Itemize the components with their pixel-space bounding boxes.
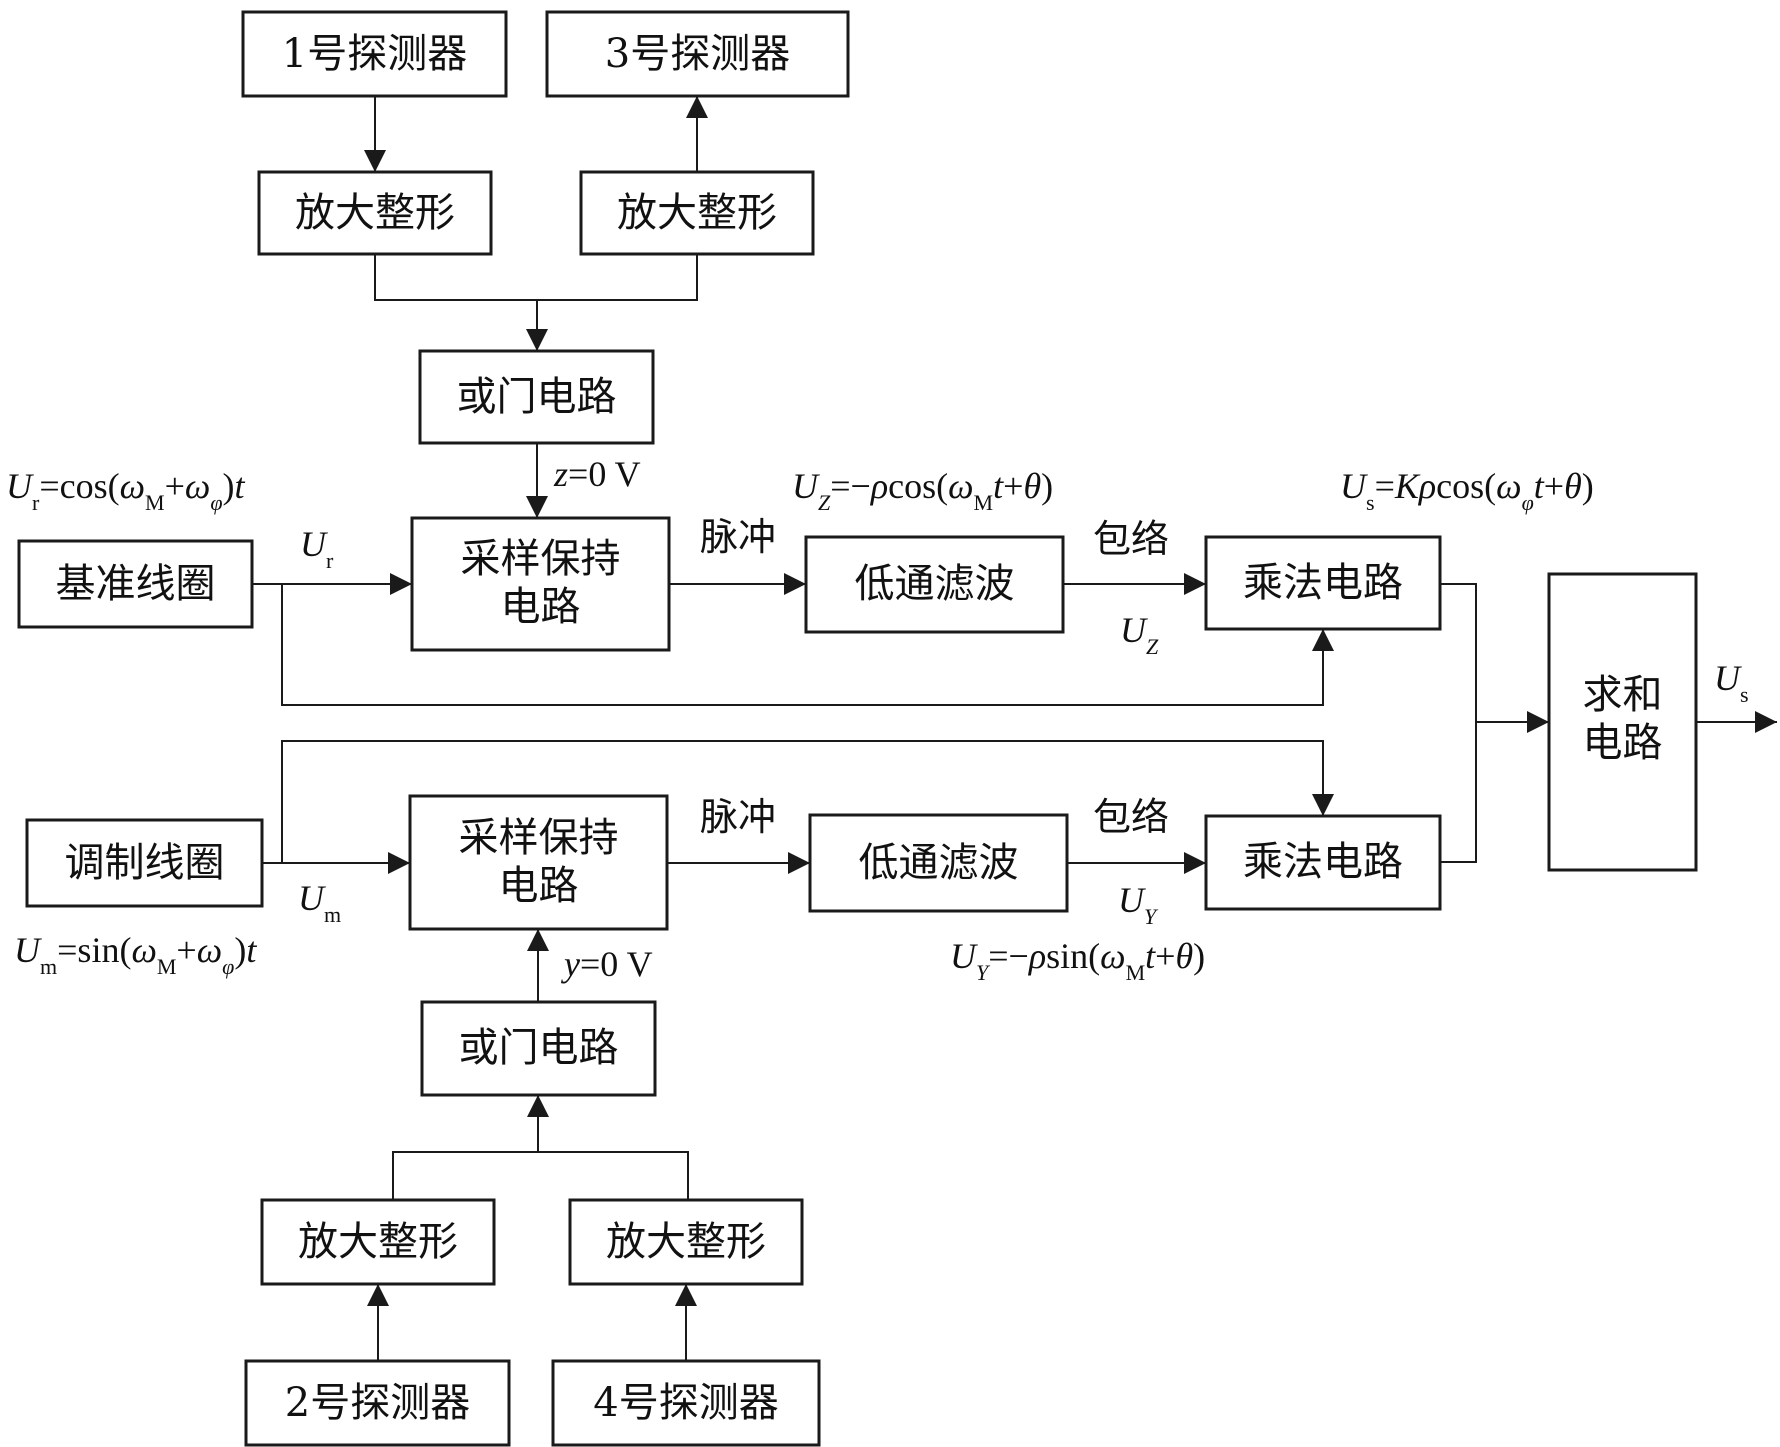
box-label: 乘法电路 xyxy=(1243,560,1403,606)
label-pulse-bottom: 脉冲 xyxy=(700,795,776,839)
label-ur: Ur xyxy=(300,524,334,573)
box-label: 放大整形 xyxy=(617,190,777,236)
box-or-gate-top: 或门电路 xyxy=(418,349,655,445)
equation-uy: UY=−ρsin(ωMt+θ) xyxy=(950,936,1205,985)
box-lowpass-bottom: 低通滤波 xyxy=(808,813,1069,913)
box-label: 放大整形 xyxy=(295,190,455,236)
label-uy: UY xyxy=(1118,880,1159,929)
label-z-zero-volt: z=0 V xyxy=(553,454,641,494)
box-label: 低通滤波 xyxy=(859,840,1019,886)
wire-refcoil-mul-top xyxy=(281,584,1334,706)
wire-mul-top-sum xyxy=(1440,583,1477,722)
box-amplifier-4: 放大整形 xyxy=(568,1198,804,1286)
box-label: 4号探测器 xyxy=(593,1380,778,1426)
box-label: 或门电路 xyxy=(457,374,617,420)
box-label: 基准线圈 xyxy=(56,561,216,607)
box-label: 低通滤波 xyxy=(855,561,1015,607)
equation-us: Us=Kρcos(ωφt+θ) xyxy=(1340,466,1594,515)
box-modulation-coil: 调制线圈 xyxy=(25,818,264,908)
box-or-gate-bottom: 或门电路 xyxy=(420,1000,657,1097)
label-y-zero-volt: y=0 V xyxy=(561,944,653,984)
box-amplifier-3: 放大整形 xyxy=(579,170,815,256)
equation-um: Um=sin(ωM+ωφ)t xyxy=(14,930,257,979)
box-label-line-2: 电路 xyxy=(1583,720,1663,766)
label-us-output: Us xyxy=(1714,658,1749,707)
box-reference-coil: 基准线圈 xyxy=(17,539,254,629)
box-sample-hold-bottom: 采样保持 电路 xyxy=(408,794,669,931)
equation-ur: Ur=cos(ωM+ωφ)t xyxy=(6,466,246,515)
box-label-line-2: 电路 xyxy=(499,863,579,909)
box-label-line-1: 求和 xyxy=(1583,672,1663,718)
box-summation: 求和 电路 xyxy=(1547,572,1698,872)
box-label-line-1: 采样保持 xyxy=(459,815,619,861)
label-um: Um xyxy=(298,878,341,927)
box-label: 3号探测器 xyxy=(605,31,790,77)
label-pulse-top: 脉冲 xyxy=(700,515,776,559)
box-label: 调制线圈 xyxy=(65,840,225,886)
box-label-line-1: 采样保持 xyxy=(461,536,621,582)
box-label: 放大整形 xyxy=(606,1219,766,1265)
box-amplifier-2: 放大整形 xyxy=(260,1198,496,1286)
wire-amp1-join xyxy=(374,254,698,301)
box-multiplier-top: 乘法电路 xyxy=(1204,535,1442,631)
box-lowpass-top: 低通滤波 xyxy=(804,535,1065,634)
wire-modcoil-mul-bottom xyxy=(281,740,1334,863)
box-amplifier-1: 放大整形 xyxy=(257,170,493,256)
box-detector-1: 1号探测器 xyxy=(241,10,508,98)
box-multiplier-bottom: 乘法电路 xyxy=(1204,814,1442,911)
box-sample-hold-top: 采样保持 电路 xyxy=(410,516,671,652)
box-detector-3: 3号探测器 xyxy=(545,10,850,98)
label-envelope-top: 包络 xyxy=(1093,517,1169,561)
wire-amps-join-bottom xyxy=(392,1151,689,1200)
box-label: 放大整形 xyxy=(298,1219,458,1265)
label-uz: UZ xyxy=(1120,610,1159,659)
label-envelope-bottom: 包络 xyxy=(1093,795,1169,839)
box-label: 或门电路 xyxy=(459,1025,619,1071)
box-label: 乘法电路 xyxy=(1243,839,1403,885)
equation-uz: UZ=−ρcos(ωMt+θ) xyxy=(792,466,1053,515)
box-detector-2: 2号探测器 xyxy=(244,1359,511,1447)
box-label: 2号探测器 xyxy=(285,1380,470,1426)
box-label-line-2: 电路 xyxy=(501,584,581,630)
box-label: 1号探测器 xyxy=(282,31,467,77)
box-detector-4: 4号探测器 xyxy=(551,1359,821,1447)
wire-mul-bottom-sum xyxy=(1440,722,1477,863)
